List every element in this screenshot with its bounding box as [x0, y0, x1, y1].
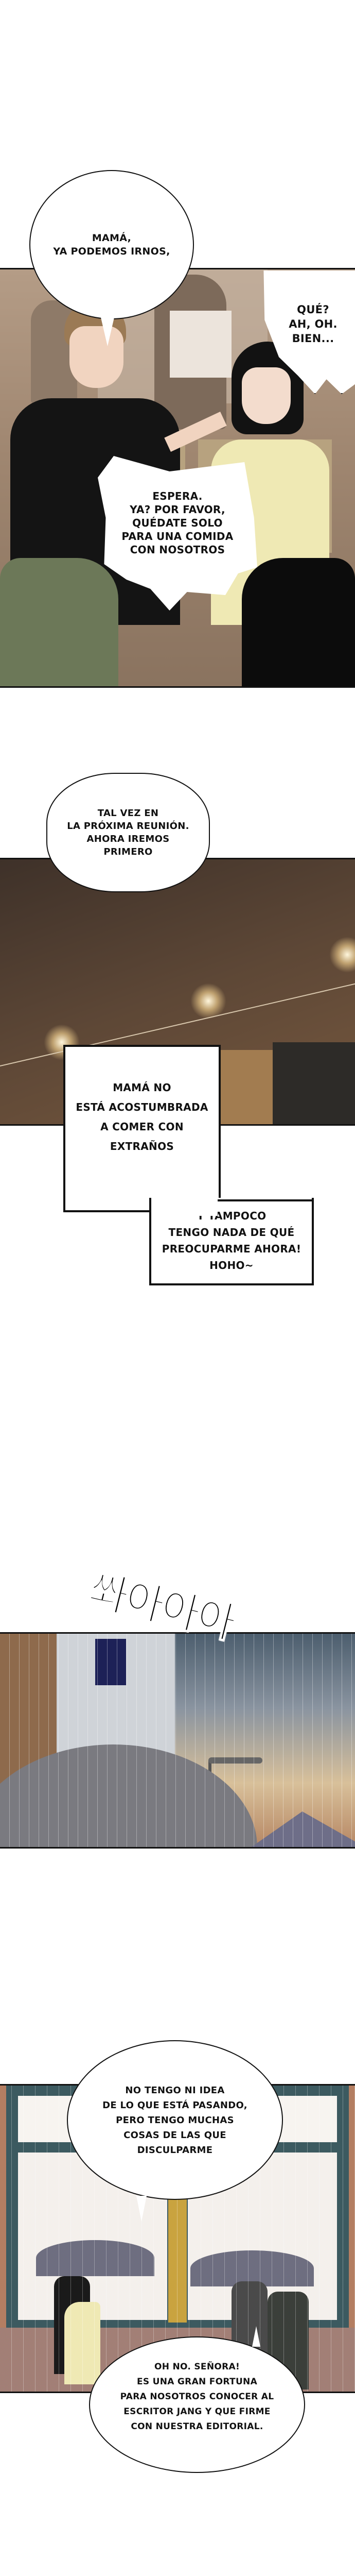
green-jacket-foreground	[0, 558, 118, 686]
blue-sign	[95, 1639, 126, 1685]
bubble-text: NO TENGO NI IDEA DE LO QUE ESTÁ PASANDO,…	[102, 2084, 247, 2156]
son-face	[69, 326, 123, 388]
narration-text: MAMÁ NO ESTÁ ACOSTUMBRADA A COMER CON EX…	[76, 1081, 208, 1153]
mother-face	[242, 367, 291, 424]
bubble-tail	[252, 2326, 260, 2347]
umbrella-left	[36, 2240, 154, 2276]
panel-rainy-street	[0, 1632, 355, 1849]
narration-box-connector	[218, 1199, 314, 1201]
bubble-tail	[136, 2196, 147, 2222]
narration-text: Y TAMPOCO TENGO NADA DE QUÉ PREOCUPARME …	[162, 1210, 301, 1272]
speech-bubble-son-next-time: TAL VEZ EN LA PRÓXIMA REUNIÓN. AHORA IRE…	[46, 773, 210, 892]
spotlight-3	[329, 937, 355, 973]
speech-bubble-editor-great-fortune: OH NO. SEÑORA! ES UNA GRAN FORTUNA PARA …	[89, 2336, 305, 2473]
narration-box-mom-not-used: MAMÁ NO ESTÁ ACOSTUMBRADA A COMER CON EX…	[63, 1045, 221, 1212]
bubble-text: QUÉ? AH, OH. BIEN...	[289, 303, 338, 345]
narration-box-connector-mask	[151, 1195, 218, 1216]
door-handles	[168, 2189, 187, 2323]
bubble-text: TAL VEZ EN LA PRÓXIMA REUNIÓN. AHORA IRE…	[67, 808, 189, 857]
bubble-text: OH NO. SEÑORA! ES UNA GRAN FORTUNA PARA …	[120, 2362, 274, 2432]
bubble-text: ESPERA. YA? POR FAVOR, QUÉDATE SOLO PARA…	[121, 490, 234, 556]
rain-streaks	[0, 1634, 355, 1847]
umbrella-right	[190, 2250, 314, 2286]
mother-bowing	[64, 2302, 100, 2384]
panel-storefront-umbrellas	[0, 2084, 355, 2393]
bubble-tail	[100, 315, 115, 346]
speech-bubble-son-no-idea: NO TENGO NI IDEA DE LO QUE ESTÁ PASANDO,…	[67, 2040, 283, 2200]
bubble-text: MAMÁ, YA PODEMOS IRNOS,	[53, 232, 170, 257]
spotlight-2	[190, 983, 226, 1019]
black-bag-foreground	[242, 558, 355, 686]
menu-board-right	[273, 1042, 355, 1124]
background-bag	[170, 311, 232, 378]
street-lamp-head	[208, 1757, 262, 1764]
speech-bubble-son-lets-go: MAMÁ, YA PODEMOS IRNOS,	[29, 170, 194, 319]
